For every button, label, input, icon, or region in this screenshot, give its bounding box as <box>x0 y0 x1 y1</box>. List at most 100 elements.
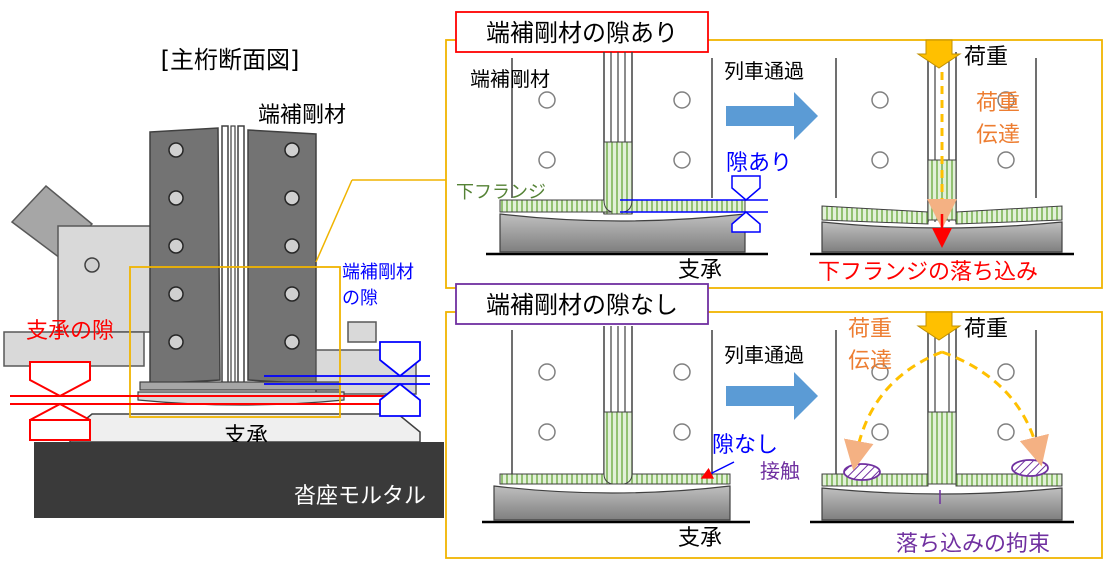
bearing <box>499 213 746 253</box>
web-weld-zone <box>927 411 957 485</box>
bearing-gap-arrow-head <box>29 402 91 421</box>
web-plate-left <box>149 127 221 385</box>
bolt <box>284 238 300 254</box>
bearing-mortar-label: 沓座モルタル <box>294 484 426 509</box>
bolt <box>168 238 184 254</box>
bearing-label: 支承 <box>678 258 722 283</box>
load-transfer-label-line2: 伝達 <box>976 123 1020 148</box>
girder-cross-section: [主桁断面図] 端補剛材 <box>3 46 446 518</box>
cross-section-title: [主桁断面図] <box>161 46 300 74</box>
lower-flange-right-dropped <box>955 205 1063 225</box>
stiffener-gap-arrow-down <box>379 341 421 378</box>
web-center-plate <box>237 125 245 385</box>
bolt <box>538 91 556 109</box>
before-train-figure: 端補剛材 下フランジ 支承 隙あり <box>456 52 792 283</box>
bolt <box>997 363 1015 381</box>
bearing-label: 支承 <box>678 526 722 551</box>
lower-flange-right <box>623 199 746 213</box>
train-passing-arrow <box>726 92 818 140</box>
stiffener-gap-arrow-up <box>379 382 421 417</box>
bolt <box>997 423 1015 441</box>
lower-flange-left-dropped <box>821 205 929 225</box>
contact-zone-right <box>1011 459 1049 477</box>
load-transfer-path-right <box>941 350 1049 467</box>
bolt <box>673 91 691 109</box>
web-weld-zone <box>603 411 633 485</box>
bearing <box>493 485 731 521</box>
load-arrow <box>916 39 962 69</box>
bolt <box>168 286 184 302</box>
before-train-figure: 隙なし 支承 <box>482 326 778 551</box>
bolt <box>871 151 889 169</box>
gap-arrow-up <box>731 211 761 233</box>
end-stiffener-label: 端補剛材 <box>470 67 550 91</box>
drop-restraint-label: 落ち込みの拘束 <box>896 532 1050 557</box>
load-transfer-label-line1: 荷重 <box>848 317 892 342</box>
no-gap-pointer <box>700 461 735 479</box>
bearing-mortar <box>34 442 444 518</box>
panel-gap-present: 端補剛材の隙あり 端補剛材 下フランジ 支承 隙あり <box>445 11 1103 289</box>
web-bolts <box>168 142 300 350</box>
load-transfer-label-line2: 伝達 <box>848 349 892 374</box>
bolt <box>997 91 1015 109</box>
lower-flange-label: 下フランジ <box>456 182 546 203</box>
load-label: 荷重 <box>964 45 1008 70</box>
bolt <box>168 190 184 206</box>
bolt <box>538 423 556 441</box>
bearing-gap-arrow-down <box>29 361 91 398</box>
web-weld-zone <box>603 141 633 215</box>
gap-present-label: 隙あり <box>726 151 792 176</box>
bearing-gap-arrow-up <box>29 419 91 441</box>
bolt <box>871 363 889 381</box>
bearing <box>821 487 1063 521</box>
web-center-plate <box>221 125 229 385</box>
load-transfer-label-line1: 荷重 <box>976 91 1020 116</box>
panel-title-box <box>455 11 709 53</box>
stiffener-gap-label-line1: 端補剛材 <box>342 262 414 283</box>
contact-label: 接触 <box>760 459 800 483</box>
panel-title: 端補剛材の隙あり <box>486 19 678 47</box>
bearing-gap-label: 支承の隙 <box>26 319 114 344</box>
bolt <box>538 363 556 381</box>
lower-flange-left <box>499 199 613 213</box>
web-center-plate <box>230 125 236 385</box>
panel-frame <box>445 39 1103 289</box>
lower-flange-right <box>623 473 731 485</box>
load-arrow <box>916 311 962 341</box>
right-block-top <box>347 321 377 343</box>
load-transfer-path-left <box>843 350 943 471</box>
train-passing-arrow <box>726 372 818 420</box>
train-passing-label: 列車通過 <box>724 343 804 367</box>
bolt <box>284 190 300 206</box>
bolt <box>673 423 691 441</box>
bolt <box>168 142 184 158</box>
panel-title-box <box>455 283 709 325</box>
gap-arrow-down <box>731 175 761 201</box>
bolt <box>284 334 300 350</box>
bolt <box>871 423 889 441</box>
lower-flange-left <box>499 473 613 485</box>
zoom-leader-line <box>315 179 353 263</box>
contact-zone-left <box>843 463 881 481</box>
panel-frame <box>445 311 1103 559</box>
bolt <box>997 151 1015 169</box>
bolt <box>538 151 556 169</box>
bolt <box>871 91 889 109</box>
end-stiffener-label: 端補剛材 <box>258 103 346 128</box>
no-gap-label: 隙なし <box>712 433 778 458</box>
bolt <box>84 257 100 273</box>
zoom-frame <box>129 266 341 418</box>
bolt <box>284 142 300 158</box>
lower-flange-right <box>955 473 1063 487</box>
train-passing-label: 列車通過 <box>724 59 804 83</box>
bolt <box>168 334 184 350</box>
after-train-figure: 荷重 荷重 伝達 下フランジの落ち込み <box>810 39 1074 285</box>
load-label: 荷重 <box>964 317 1008 342</box>
stiffener-gap-label-line2: の隙 <box>342 288 378 309</box>
flange-drop-label: 下フランジの落ち込み <box>818 260 1038 285</box>
bolt <box>673 151 691 169</box>
panel-title: 端補剛材の隙なし <box>486 291 678 319</box>
bolt <box>284 286 300 302</box>
bolt <box>673 363 691 381</box>
